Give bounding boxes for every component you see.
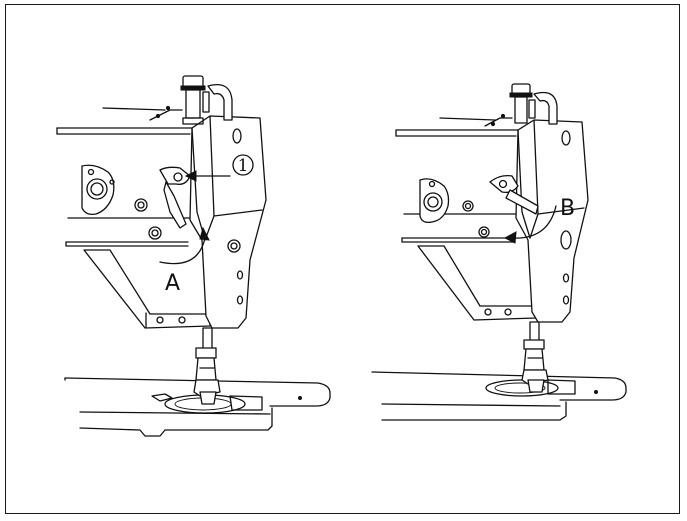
label-b: B bbox=[560, 196, 575, 221]
arm-body-left bbox=[56, 105, 196, 247]
presser-foot-left bbox=[193, 327, 221, 405]
presser-foot-right bbox=[521, 321, 549, 393]
arrow-a bbox=[159, 226, 210, 265]
side-cover-left bbox=[83, 249, 211, 329]
callout-1-pointer bbox=[184, 170, 231, 182]
lever-right bbox=[489, 174, 539, 215]
head-cover-left bbox=[189, 115, 267, 329]
bracket-right bbox=[419, 178, 490, 238]
callout-1: 1 bbox=[232, 154, 254, 176]
label-a: A bbox=[165, 271, 180, 296]
machine-right bbox=[371, 83, 627, 421]
head-cover-right bbox=[515, 119, 589, 323]
bed-plate-right bbox=[371, 371, 627, 421]
arm-body-right bbox=[395, 113, 521, 243]
tension-knob-right bbox=[509, 83, 558, 125]
side-cover-right bbox=[417, 245, 537, 321]
tension-knob-left bbox=[180, 75, 233, 125]
bed-plate-left bbox=[64, 377, 331, 437]
lever-left bbox=[159, 166, 191, 229]
arrow-b bbox=[503, 205, 557, 244]
machine-left bbox=[56, 75, 331, 437]
bracket-left bbox=[81, 164, 162, 240]
callout-1-number: 1 bbox=[238, 156, 249, 176]
